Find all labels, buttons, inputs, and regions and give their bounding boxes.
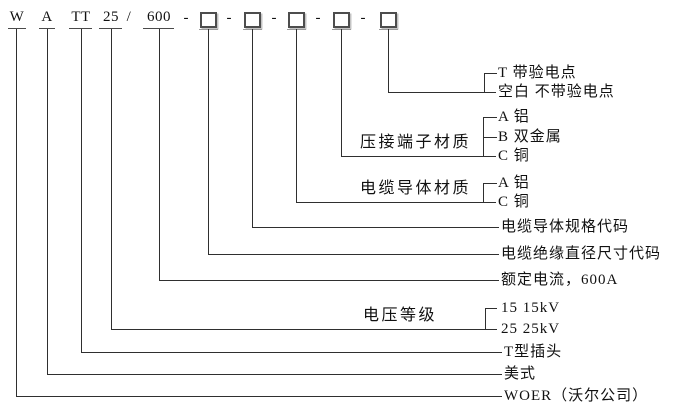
- label-terminal-aluminum: A 铝: [498, 109, 530, 125]
- code-placeholder-box-3: [288, 12, 305, 28]
- run-american-style: [47, 374, 502, 375]
- run-conductor-spec: [252, 227, 499, 228]
- label-without-test-point: 空白 不带验电点: [498, 84, 615, 100]
- label-woer: WOER（沃尔公司）: [504, 388, 649, 404]
- group-label-voltage-class: 电压等级: [363, 307, 438, 324]
- run-rated-current: [159, 280, 499, 281]
- run-terminal-material: [341, 156, 496, 157]
- code-segment-voltage: 25: [103, 9, 119, 25]
- code-separator: -: [183, 10, 189, 26]
- code-placeholder-box-1: [200, 12, 217, 28]
- run-test-point: [388, 92, 496, 93]
- label-conductor-spec-code: 电缆导体规格代码: [501, 219, 630, 235]
- tick-test-point-t: [484, 73, 497, 74]
- underline: [39, 28, 55, 29]
- code-placeholder-box-2: [244, 12, 261, 28]
- run-t-plug: [81, 352, 502, 353]
- stem-plug-type: [81, 29, 82, 352]
- label-conductor-aluminum: A 铝: [498, 175, 530, 191]
- group-label-conductor-material: 电缆导体材质: [360, 180, 472, 197]
- underline: [143, 28, 174, 29]
- label-voltage-15: 15 15kV: [501, 300, 561, 316]
- stem-box1: [208, 29, 209, 254]
- label-conductor-copper: C 铜: [498, 194, 530, 210]
- stem-box2: [252, 29, 253, 227]
- bracket-voltage-class: [485, 308, 486, 329]
- stem-current: [159, 29, 160, 280]
- run-insulation-diameter: [208, 254, 499, 255]
- bracket-terminal-material: [483, 117, 484, 156]
- tick-terminal-bimetal: [483, 137, 497, 138]
- underline: [8, 28, 26, 29]
- tick-terminal-aluminum: [483, 117, 497, 118]
- stem-box4: [341, 29, 342, 156]
- code-placeholder-box-4: [333, 12, 350, 28]
- group-label-terminal-material: 压接端子材质: [360, 134, 472, 151]
- label-rated-current: 额定电流，600A: [501, 272, 619, 288]
- code-segment-current: 600: [147, 9, 171, 25]
- run-woer: [16, 396, 502, 397]
- tick-voltage-15: [485, 308, 497, 309]
- label-insulation-diameter-code: 电缆绝缘直径尺寸代码: [501, 246, 662, 262]
- run-conductor-material: [296, 202, 496, 203]
- code-segment-manufacturer: W: [9, 9, 25, 25]
- stem-style: [47, 29, 48, 374]
- run-voltage-class: [111, 329, 497, 330]
- code-separator: -: [315, 10, 321, 26]
- code-placeholder-box-5: [380, 12, 397, 28]
- label-american-style: 美式: [504, 366, 537, 382]
- label-terminal-copper: C 铜: [498, 148, 530, 164]
- code-separator: -: [271, 10, 277, 26]
- code-slash: /: [126, 9, 132, 25]
- bracket-test-point: [484, 73, 485, 92]
- code-separator: -: [360, 10, 366, 26]
- code-separator: -: [226, 10, 232, 26]
- stem-manufacturer: [16, 29, 17, 396]
- label-terminal-bimetal: B 双金属: [498, 129, 562, 145]
- bracket-conductor-material: [483, 183, 484, 202]
- label-t-plug: T型插头: [504, 344, 563, 360]
- label-voltage-25: 25 25kV: [501, 321, 561, 337]
- underline: [69, 28, 92, 29]
- underline: [99, 28, 122, 29]
- code-segment-style: A: [41, 9, 53, 25]
- code-segment-plug-type: TT: [71, 9, 91, 25]
- stem-voltage: [111, 29, 112, 329]
- label-with-test-point: T 带验电点: [498, 65, 577, 81]
- tick-conductor-aluminum: [483, 183, 497, 184]
- stem-box3: [296, 29, 297, 202]
- stem-box5: [388, 29, 389, 92]
